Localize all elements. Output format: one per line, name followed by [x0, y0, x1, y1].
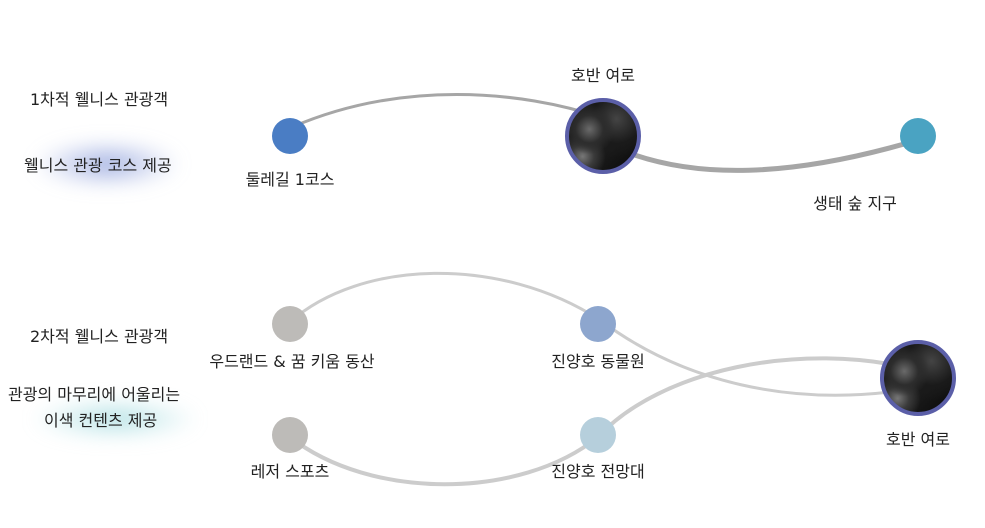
link-mid-to-end — [600, 137, 921, 173]
node-mid-photo[interactable] — [565, 98, 641, 174]
node-start[interactable] — [272, 118, 308, 154]
node-mid-label: 호반 여로 — [571, 66, 635, 85]
node-end-label: 생태 숲 지구 — [813, 194, 897, 213]
node-e-photo[interactable] — [880, 340, 956, 416]
link-start-to-mid — [288, 93, 605, 130]
section2-subtitle-line2: 이색 컨텐츠 제공 — [44, 411, 158, 430]
subtitle-glow-2 — [30, 398, 200, 440]
node-e-label: 호반 여로 — [886, 430, 950, 449]
subtitle-glow-1 — [32, 140, 182, 188]
section1-title: 1차적 웰니스 관광객 — [30, 90, 169, 109]
node-d-label: 진양호 전망대 — [551, 462, 645, 481]
node-a-label: 우드랜드 & 꿈 키움 동산 — [209, 352, 375, 371]
node-start-label: 둘레길 1코스 — [245, 170, 335, 189]
node-d[interactable] — [580, 417, 616, 453]
node-end[interactable] — [900, 118, 936, 154]
node-c[interactable] — [272, 417, 308, 453]
section2-title: 2차적 웰니스 관광객 — [30, 327, 169, 346]
section1-subtitle: 웰니스 관광 코스 제공 — [24, 156, 172, 175]
node-c-label: 레저 스포츠 — [250, 462, 330, 481]
node-a[interactable] — [272, 306, 308, 342]
section2-subtitle-line1: 관광의 마무리에 어울리는 — [8, 385, 181, 404]
node-b[interactable] — [580, 306, 616, 342]
node-b-label: 진양호 동물원 — [551, 352, 645, 371]
